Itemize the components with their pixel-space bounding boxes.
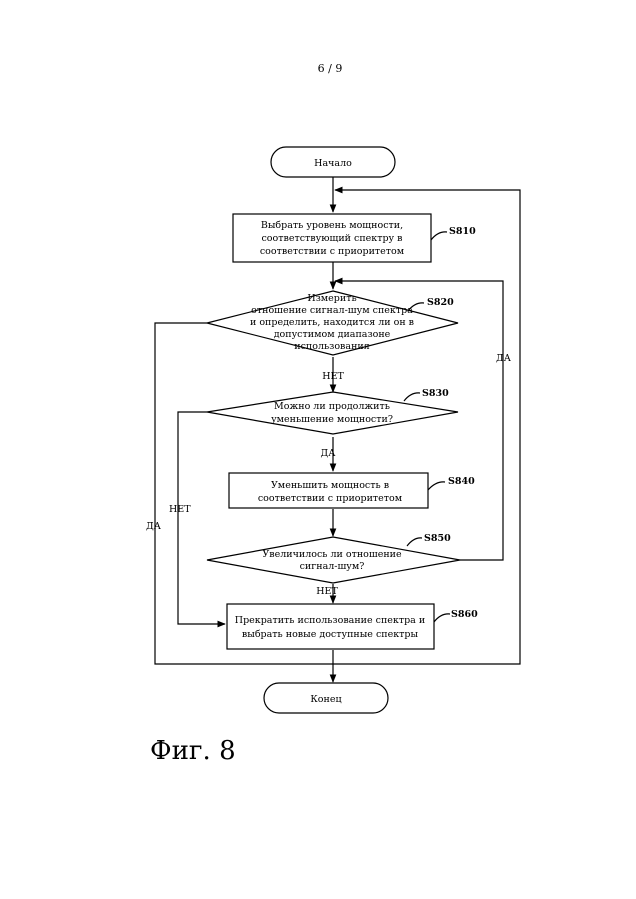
page-number: 6 / 9 (318, 62, 343, 75)
node-s860: Прекратить использование спектра и выбра… (227, 604, 478, 649)
s810-line-2: соответствующий спектру в (261, 233, 402, 244)
s820-line-3: и определить, находится ли он в (250, 317, 414, 328)
node-s840: Уменьшить мощность в соответствии с прио… (229, 473, 475, 508)
s850-decision-diamond (207, 537, 460, 583)
s820-line-2: отношение сигнал-шум спектра (251, 305, 413, 316)
s820-line-4: допустимом диапазоне (274, 329, 391, 340)
node-start: Начало (271, 147, 395, 177)
s850-no-label: НЕТ (316, 586, 338, 597)
node-s820: Измерить отношение сигнал-шум спектра и … (207, 291, 458, 355)
s850-step-label: S850 (424, 533, 451, 544)
s850-leader (407, 538, 422, 546)
edge-s830-no-to-s860 (178, 412, 225, 624)
s860-leader (434, 614, 450, 622)
s850-line-2: сигнал-шум? (300, 561, 365, 572)
end-label: Конец (310, 694, 341, 705)
s840-line-2: соответствии с приоритетом (258, 493, 403, 504)
node-s810: Выбрать уровень мощности, соответствующи… (233, 214, 476, 262)
s860-step-label: S860 (451, 609, 478, 620)
s830-line-2: уменьшение мощности? (271, 414, 393, 425)
s850-line-1: Увеличилось ли отношение (262, 549, 402, 560)
s860-line-2: выбрать новые доступные спектры (242, 629, 419, 640)
node-s830: Можно ли продолжить уменьшение мощности?… (207, 388, 458, 434)
s830-leader (404, 393, 420, 401)
s810-step-label: S810 (449, 226, 476, 237)
node-end: Конец (264, 683, 388, 713)
s820-line-1: Измерить (307, 293, 356, 304)
s830-line-1: Можно ли продолжить (274, 401, 390, 412)
s860-process-box (227, 604, 434, 649)
s820-no-label: НЕТ (322, 371, 344, 382)
s840-step-label: S840 (448, 476, 475, 487)
node-s850: Увеличилось ли отношение сигнал-шум? S85… (207, 533, 460, 583)
s820-line-5: использования (294, 341, 369, 352)
start-label: Начало (314, 158, 352, 169)
s810-leader (431, 232, 447, 240)
s860-line-1: Прекратить использование спектра и (235, 615, 425, 626)
s830-no-label: НЕТ (169, 504, 191, 515)
s810-line-1: Выбрать уровень мощности, (261, 220, 403, 231)
s850-yes-label: ДА (496, 353, 512, 364)
s820-yes-label: ДА (146, 521, 162, 532)
s820-step-label: S820 (427, 297, 454, 308)
s830-step-label: S830 (422, 388, 449, 399)
s840-leader (428, 482, 445, 490)
s810-line-3: соответствии с приоритетом (260, 246, 405, 257)
s840-line-1: Уменьшить мощность в (271, 480, 389, 491)
s830-yes-label: ДА (321, 448, 337, 459)
s830-decision-diamond (207, 392, 458, 434)
figure-caption: Фиг. 8 (150, 736, 236, 766)
